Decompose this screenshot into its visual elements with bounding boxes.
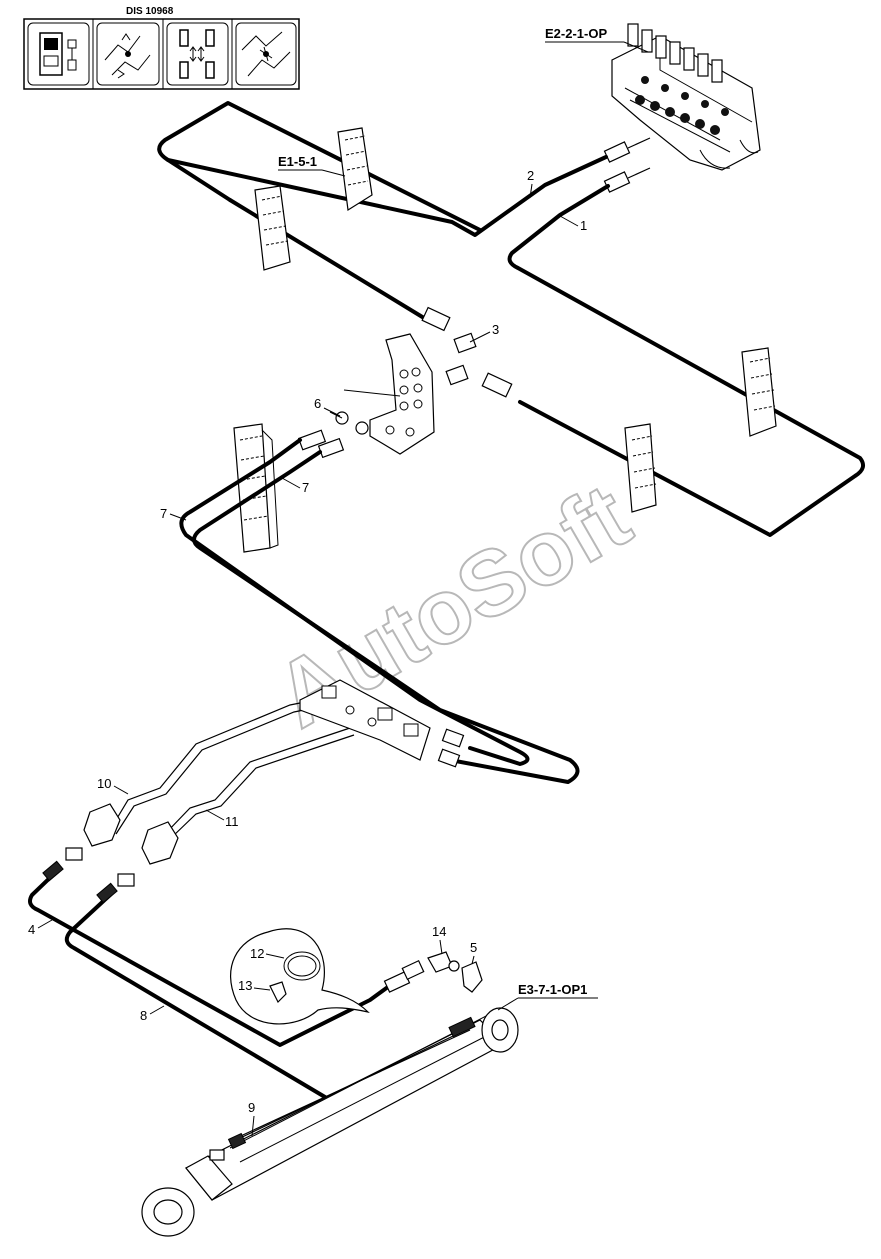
svg-text:14: 14 (432, 924, 446, 939)
callout-5: 5 (470, 940, 477, 965)
reference-cylinder: E3-7-1-OP1 (497, 982, 598, 1011)
hose-clamp-bracket (624, 423, 657, 513)
dis-code: DIS 10968 (126, 6, 174, 17)
reference-bracket: E1-5-1 (278, 154, 346, 177)
callout-11: 11 (205, 809, 239, 829)
hose-end-fittings (42, 860, 118, 904)
callout-6: 6 (314, 396, 341, 417)
hose-clamp-bracket (254, 185, 291, 271)
svg-text:4: 4 (28, 922, 35, 937)
callout-4: 4 (28, 919, 53, 937)
hose-7-lower (192, 450, 580, 784)
callout-13: 13 (238, 978, 271, 993)
reference-valve-block: E2-2-1-OP (545, 26, 649, 53)
svg-text:1: 1 (580, 218, 587, 233)
callout-7a: 7 (281, 477, 309, 495)
hose-2 (157, 101, 608, 237)
hose-clamp-bracket (337, 127, 373, 212)
svg-text:E3-7-1-OP1: E3-7-1-OP1 (518, 982, 587, 997)
callout-3: 3 (469, 322, 499, 343)
hose-4 (28, 870, 394, 1047)
svg-text:10: 10 (97, 776, 111, 791)
svg-text:7: 7 (302, 480, 309, 495)
svg-text:9: 9 (248, 1100, 255, 1115)
boom-cylinder (141, 1007, 519, 1237)
hose-8 (64, 893, 472, 1102)
hose-clamp-bracket (741, 347, 777, 437)
callout-14: 14 (432, 924, 446, 955)
valve-fittings (603, 137, 651, 193)
arm-movement-icon (235, 22, 297, 86)
cylinder-arrows-icon (166, 22, 229, 86)
callout-1: 1 (559, 215, 587, 233)
svg-text:E1-5-1: E1-5-1 (278, 154, 317, 169)
svg-text:3: 3 (492, 322, 499, 337)
detail-balloon (230, 928, 370, 1025)
callout-9: 9 (248, 1100, 255, 1137)
svg-text:11: 11 (225, 814, 239, 829)
boom-movement-icon (96, 22, 160, 86)
callout-2: 2 (527, 168, 534, 199)
hose-1 (507, 184, 866, 537)
cylinder-fittings (383, 951, 483, 993)
control-valve-block (611, 23, 761, 171)
callout-8: 8 (140, 1005, 165, 1023)
callout-12: 12 (250, 946, 285, 961)
machine-panel-icon (27, 22, 90, 86)
hose-clamp-bracket (233, 423, 279, 553)
svg-text:8: 8 (140, 1008, 147, 1023)
svg-text:E2-2-1-OP: E2-2-1-OP (545, 26, 607, 41)
header-icon-strip: DIS 10968 (23, 6, 300, 90)
svg-text:7: 7 (160, 506, 167, 521)
svg-text:12: 12 (250, 946, 264, 961)
svg-text:5: 5 (470, 940, 477, 955)
callout-7b: 7 (160, 506, 187, 521)
svg-text:2: 2 (527, 168, 534, 183)
callout-10: 10 (97, 776, 129, 795)
junction-plate (297, 306, 513, 459)
svg-text:13: 13 (238, 978, 252, 993)
svg-text:6: 6 (314, 396, 321, 411)
boom-pipe-assembly (65, 679, 465, 887)
